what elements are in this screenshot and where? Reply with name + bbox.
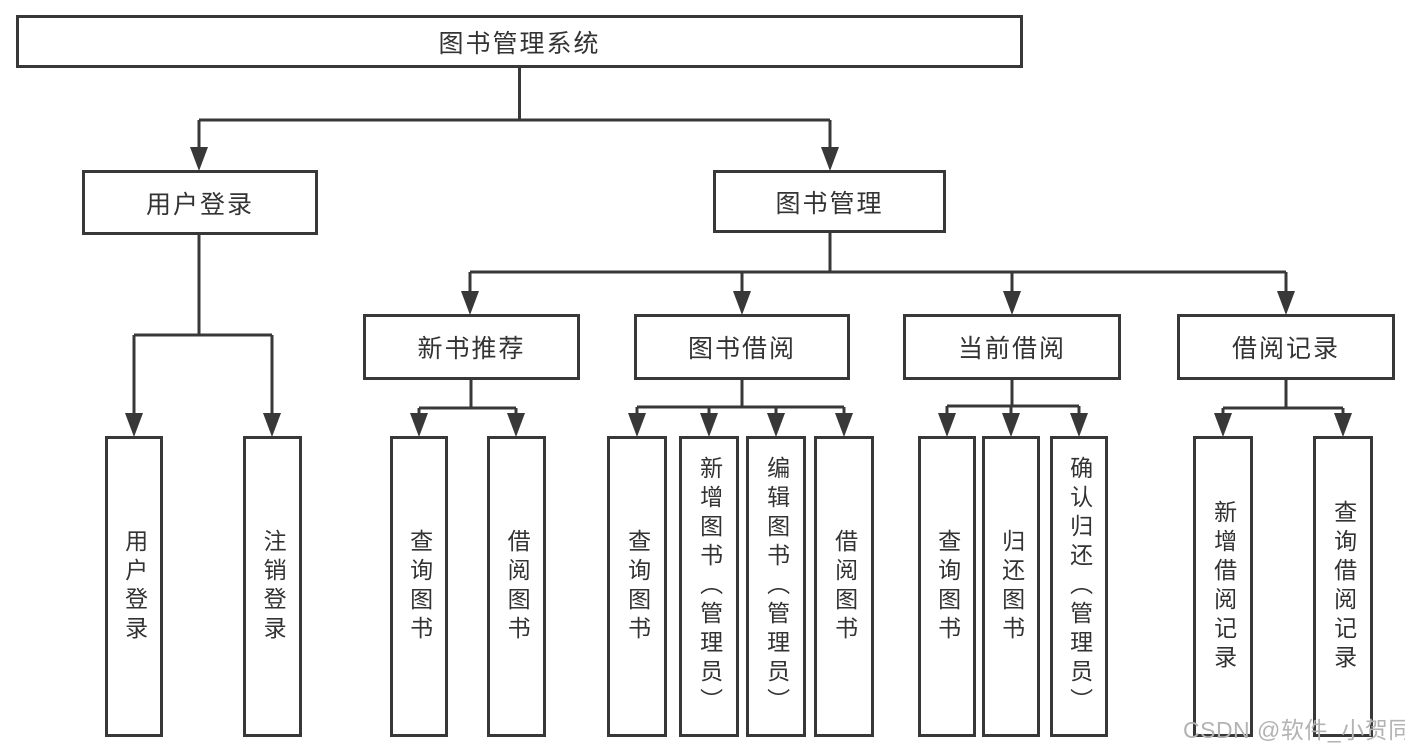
arrowhead xyxy=(1214,413,1232,437)
arrowhead xyxy=(263,413,281,437)
node-user-login: 用户登录 xyxy=(82,170,318,235)
arrowhead xyxy=(835,413,853,437)
leaf-current-query-books: 查询图书 xyxy=(918,436,976,737)
leaf-borrowing-borrow-books: 借阅图书 xyxy=(814,436,874,737)
node-borrowing-records: 借阅记录 xyxy=(1177,314,1395,380)
arrowhead xyxy=(1003,291,1021,315)
leaf-borrowing-edit-books-admin: 编辑图书（管理员） xyxy=(746,436,806,737)
leaf-records-query-record: 查询借阅记录 xyxy=(1313,436,1373,737)
leaf-logout: 注销登录 xyxy=(243,436,302,737)
connector-user-login-to-leaves xyxy=(132,235,274,433)
connector-borrowing-records-to-leaves xyxy=(1221,380,1345,433)
node-book-borrowing: 图书借阅 xyxy=(634,314,850,380)
arrowhead xyxy=(628,413,646,437)
connector-root-to-level2 xyxy=(197,68,832,167)
arrowhead xyxy=(700,413,718,437)
arrowhead xyxy=(821,147,839,171)
leaf-current-confirm-return-admin: 确认归还（管理员） xyxy=(1050,436,1108,737)
arrowhead xyxy=(461,291,479,315)
arrowhead xyxy=(767,413,785,437)
connector-new-books-to-leaves xyxy=(417,380,518,433)
arrowhead xyxy=(733,291,751,315)
leaf-borrowing-add-books-admin: 新增图书（管理员） xyxy=(679,436,739,737)
csdn-watermark: CSDN @软件_小贺同学 xyxy=(1183,717,1405,743)
arrowhead xyxy=(1070,413,1088,437)
arrowhead xyxy=(410,413,428,437)
node-root-library-system: 图书管理系统 xyxy=(16,15,1023,68)
leaf-user-login: 用户登录 xyxy=(105,436,163,737)
arrowhead xyxy=(507,413,525,437)
arrowhead xyxy=(1002,413,1020,437)
connector-book-borrowing-to-leaves xyxy=(635,380,846,433)
leaf-current-return-books: 归还图书 xyxy=(982,436,1040,737)
arrowhead xyxy=(938,413,956,437)
node-current-borrowing: 当前借阅 xyxy=(903,314,1121,380)
leaf-newbooks-query-books: 查询图书 xyxy=(390,436,448,737)
arrowhead xyxy=(1277,291,1295,315)
arrowhead xyxy=(1334,413,1352,437)
leaf-newbooks-borrow-books: 借阅图书 xyxy=(487,436,546,737)
leaf-borrowing-query-books: 查询图书 xyxy=(607,436,667,737)
leaf-records-add-record: 新增借阅记录 xyxy=(1193,436,1253,737)
arrowhead xyxy=(190,147,208,171)
arrowhead xyxy=(125,413,143,437)
node-new-book-recommendation: 新书推荐 xyxy=(363,314,580,380)
connector-book-management-to-level3 xyxy=(468,233,1288,311)
node-book-management: 图书管理 xyxy=(713,170,946,233)
